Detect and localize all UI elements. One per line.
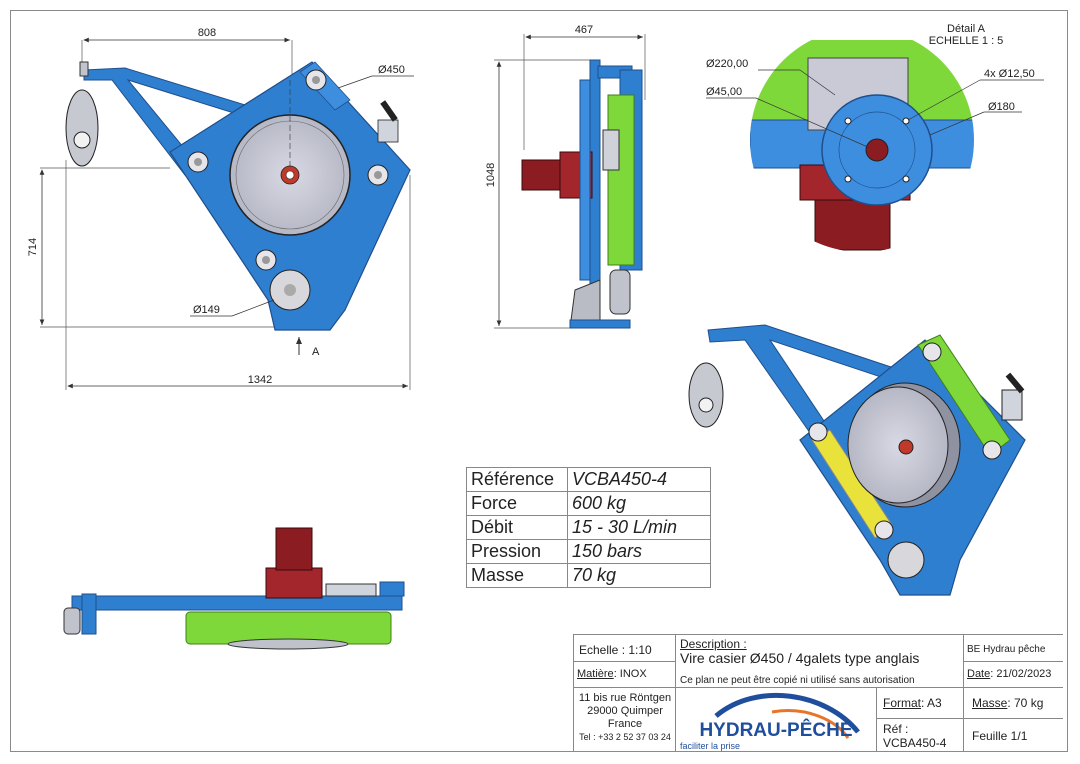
detail-title: Détail A <box>947 23 986 35</box>
logo-tagline: faciliter la prise <box>680 741 740 751</box>
dim-roller-dia: Ø149 <box>193 304 220 316</box>
spec-value: VCBA450-4 <box>567 467 711 492</box>
front-view: 808 714 1342 Ø450 <box>27 27 414 390</box>
spec-value: 15 - 30 L/min <box>567 515 711 540</box>
hydrau-peche-logo: HYDRAU-PÊCHE faciliter la prise <box>680 692 860 751</box>
address-line-1: 11 bis rue Röntgen <box>578 692 672 704</box>
scale-label: Echelle : 1:10 <box>579 643 652 657</box>
ref-label: Réf : <box>883 722 909 736</box>
view-marker: A <box>312 346 320 358</box>
detail-scale: ECHELLE 1 : 5 <box>929 35 1004 47</box>
description-text: Vire casier Ø450 / 4galets type anglais <box>680 650 920 666</box>
format-label: Format <box>883 696 922 710</box>
format-value: : A3 <box>921 696 942 710</box>
detail-a-view: Détail A ECHELLE 1 : 5 Ø220,00 Ø45,00 4x… <box>706 23 1044 252</box>
address-line-2: 29000 Quimper <box>587 705 663 717</box>
dim-holes: 4x Ø12,50 <box>984 68 1035 80</box>
drawing-sheet-border <box>10 10 1068 752</box>
dim-d180: Ø180 <box>988 101 1015 113</box>
dim-side-height: 1048 <box>485 163 497 187</box>
isometric-view <box>688 324 1026 596</box>
phone-number: Tel : +33 2 52 37 03 24 <box>579 732 671 742</box>
spec-label: Masse <box>466 563 568 588</box>
dim-front-width: 808 <box>198 27 216 39</box>
dim-d220: Ø220,00 <box>706 58 748 70</box>
spec-label: Débit <box>466 515 568 540</box>
spec-value: 70 kg <box>567 563 711 588</box>
spec-value: 150 bars <box>567 539 711 564</box>
date-label: Date <box>967 668 991 680</box>
format-field: Format: A3 <box>883 696 942 710</box>
company-name: BE Hydrau pêche <box>967 644 1046 655</box>
material-label: Matière <box>577 668 614 680</box>
date-value: : 21/02/2023 <box>990 668 1052 680</box>
mass-field: Masse: 70 kg <box>972 696 1043 710</box>
side-view: 467 1048 <box>485 24 646 329</box>
address-block: 11 bis rue Röntgen 29000 Quimper France … <box>575 692 675 744</box>
ref-value: VCBA450-4 <box>883 736 947 750</box>
dim-d45: Ø45,00 <box>706 86 742 98</box>
spec-label: Force <box>466 491 568 516</box>
dim-drum-dia: Ø450 <box>378 64 405 76</box>
sheet-number: Feuille 1/1 <box>972 729 1028 743</box>
date-field: Date: 21/02/2023 <box>967 668 1051 680</box>
spec-label: Pression <box>466 539 568 564</box>
dim-side-width: 467 <box>575 24 593 36</box>
address-line-3: France <box>607 718 643 730</box>
logo-name: HYDRAU-PÊCHE <box>699 719 852 741</box>
spec-label: Référence <box>466 467 568 492</box>
mass-value: : 70 kg <box>1007 696 1044 710</box>
material-field: Matière: INOX <box>577 668 647 680</box>
copyright-notice: Ce plan ne peut être copié ni utilisé sa… <box>680 675 915 686</box>
description-label: Description : <box>680 637 747 651</box>
dim-front-total-width: 1342 <box>248 374 272 386</box>
mass-label: Masse <box>972 696 1008 710</box>
spec-value: 600 kg <box>567 491 711 516</box>
material-value: : INOX <box>613 668 647 680</box>
top-view <box>63 527 405 650</box>
dim-front-height: 714 <box>27 238 39 256</box>
